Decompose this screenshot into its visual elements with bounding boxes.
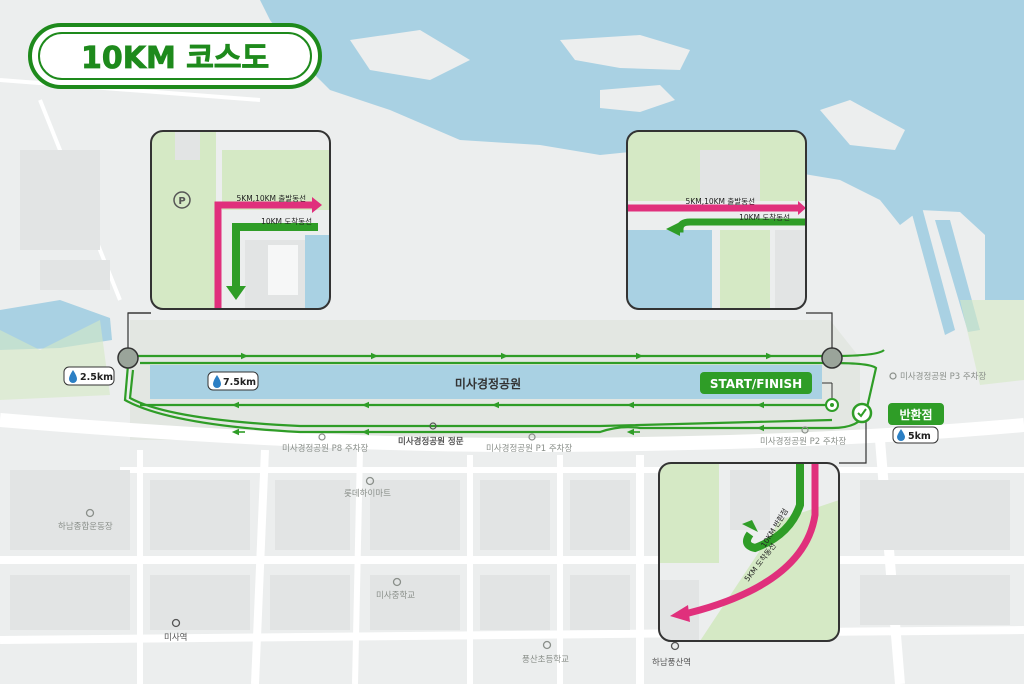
place-pungsan-elementary: 풍산초등학교 [522,654,569,665]
start-finish-label: START/FINISH [700,372,812,394]
water-station-7-5km: 7.5km [207,371,259,391]
inset1-start-label: 5KM,10KM 출발동선 [237,193,307,203]
inset1-finish-label: 10KM 도착동선 [261,217,312,226]
place-lotte-himart: 롯데하이마트 [344,488,391,499]
page-title: 10KM 코스도 [81,41,269,76]
svg-text:2.5km: 2.5km [80,372,113,383]
inset-connectors [127,312,867,464]
road [251,449,269,684]
inset-finish-detail: 5KM,10KM 출발동선 10KM 도착동선 [626,130,807,310]
inset-start-detail: P 5KM,10KM 출발동선 10KM 도착동선 [150,130,331,310]
svg-text:5km: 5km [908,431,931,442]
park-green [960,300,1024,385]
detail-marker-right [821,347,843,369]
water-station-5km: 5km [892,426,939,444]
place-p2: 미사경정공원 P2 주차장 [760,436,846,447]
water-drop-icon [897,429,905,441]
side-channel [900,170,955,335]
water-drop-icon [213,375,221,388]
place-main-gate: 미사경정공원 정문 [398,436,464,447]
detail-marker-left [117,347,139,369]
road [352,449,363,684]
river-island [350,30,470,80]
place-p3: 미사경정공원 P3 주차장 [900,371,986,382]
river-island [560,35,690,70]
river-island [600,85,675,112]
route-lower-outer [123,364,868,434]
inset2-finish-label: 10KM 도착동선 [739,213,790,222]
main-road [0,413,1024,453]
course-route [123,349,885,434]
route-lower-mid [128,369,833,428]
place-misa-middle-school: 미사중학교 [376,590,415,601]
city-blocks [10,150,1010,630]
parking-icon [173,191,191,209]
park-name: 미사경정공원 [455,376,521,391]
place-labels: 미사경정공원 P3 주차장 미사경정공원 P8 주차장 미사경정공원 정문 미사… [58,371,986,668]
route-arrows [231,352,774,436]
water-drop-icon [69,370,77,383]
place-misa-station: 미사역 [164,632,187,643]
water-station-2-5km: 2.5km [63,366,115,386]
svg-text:START/FINISH: START/FINISH [710,377,802,391]
inset-turnaround-detail: 10KM 반환점 5KM 도착동선 [658,462,840,642]
title-badge: 10KM 코스도 [28,23,322,89]
place-hanam-stadium: 하남종합운동장 [58,521,113,532]
place-p1: 미사경정공원 P1 주차장 [486,443,572,454]
turnaround-label: 반환점 [888,403,944,425]
place-p8: 미사경정공원 P8 주차장 [282,443,368,454]
svg-text:7.5km: 7.5km [223,377,256,388]
river-island [820,100,905,150]
place-hanam-pungsan-station: 하남풍산역 [652,657,691,668]
inset2-start-label: 5KM,10KM 출발동선 [686,196,756,206]
road [0,626,1024,644]
svg-text:반환점: 반환점 [899,407,932,422]
svg-text:P: P [178,196,185,207]
